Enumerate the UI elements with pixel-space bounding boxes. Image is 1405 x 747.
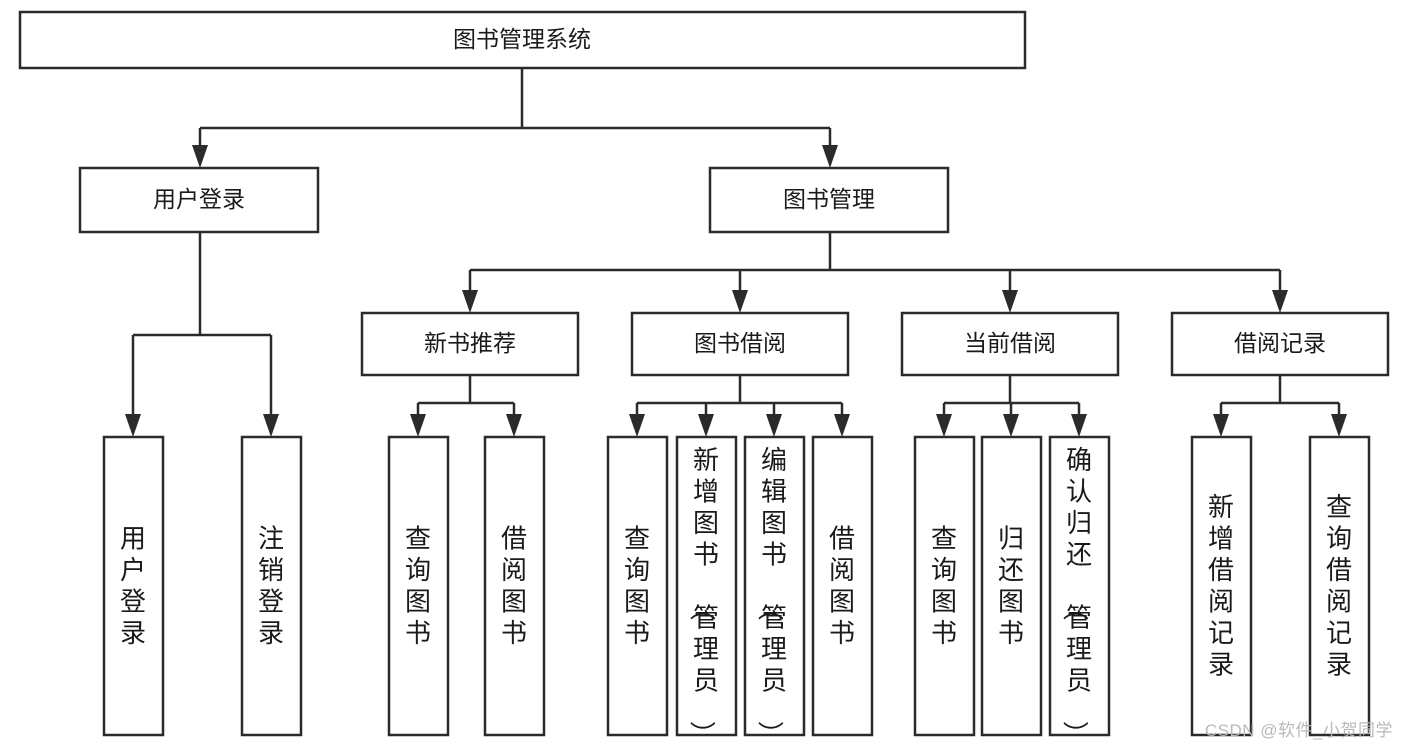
leaf-box[interactable] xyxy=(913,435,976,737)
arrow-head-icon xyxy=(698,414,714,437)
connector-currentborrow-to-leaves xyxy=(936,375,1087,437)
node-current-borrow[interactable]: 当前借阅 xyxy=(900,311,1120,377)
node-new-book-recommend-label: 新书推荐 xyxy=(424,330,516,356)
node-current-borrow-label: 当前借阅 xyxy=(964,330,1056,356)
leaf-box[interactable] xyxy=(240,435,303,737)
connector-userlogin-to-leaves xyxy=(125,232,279,437)
leaf-node[interactable]: 新增图书（管理员） xyxy=(675,435,738,747)
leaf-box[interactable] xyxy=(483,435,546,737)
node-book-management-label: 图书管理 xyxy=(783,186,875,212)
node-root-box[interactable] xyxy=(18,10,1027,70)
leaf-label: 新增借阅记录 xyxy=(1208,492,1234,680)
arrow-head-icon xyxy=(834,414,850,437)
node-new-book-recommend-box[interactable] xyxy=(360,311,580,377)
leaf-box[interactable] xyxy=(1308,435,1371,737)
arrow-head-icon xyxy=(936,414,952,437)
node-book-borrow-box[interactable] xyxy=(630,311,850,377)
arrow-head-icon xyxy=(732,290,748,313)
node-user-login-box[interactable] xyxy=(78,166,320,234)
leaf-label: 查询图书 xyxy=(624,524,650,649)
leaf-node[interactable]: 新增借阅记录 xyxy=(1190,435,1253,737)
leaf-box[interactable] xyxy=(1048,435,1111,737)
arrow-head-icon xyxy=(629,414,645,437)
node-borrow-record[interactable]: 借阅记录 xyxy=(1170,311,1390,377)
arrow-head-icon xyxy=(1002,290,1018,313)
arrow-head-icon xyxy=(1331,414,1347,437)
arrow-head-icon xyxy=(1071,414,1087,437)
leaf-box[interactable] xyxy=(743,435,806,737)
leaf-node[interactable]: 借阅图书 xyxy=(811,435,874,737)
connector-borrowrecord-to-leaves xyxy=(1213,375,1347,437)
connector-root-to-level2 xyxy=(192,68,838,168)
arrow-head-icon xyxy=(192,145,208,168)
leaf-label: 借阅图书 xyxy=(829,524,855,649)
connector-bookborrow-to-leaves xyxy=(629,375,850,437)
leaf-label: 确认归还（管理员） xyxy=(1060,445,1092,747)
leaf-box[interactable] xyxy=(606,435,669,737)
leaf-box[interactable] xyxy=(1190,435,1253,737)
node-new-book-recommend[interactable]: 新书推荐 xyxy=(360,311,580,377)
node-root-label: 图书管理系统 xyxy=(453,26,591,52)
leaf-node[interactable]: 查询图书 xyxy=(387,435,450,737)
arrow-head-icon xyxy=(1003,414,1019,437)
leaf-node[interactable]: 借阅图书 xyxy=(483,435,546,737)
leaf-label: 新增图书（管理员） xyxy=(687,445,719,747)
leaf-node[interactable]: 查询图书 xyxy=(913,435,976,737)
arrow-head-icon xyxy=(1213,414,1229,437)
leaf-label: 借阅图书 xyxy=(501,524,527,649)
arrow-head-icon xyxy=(410,414,426,437)
leaf-label: 查询图书 xyxy=(405,524,431,649)
leaf-box[interactable] xyxy=(102,435,165,737)
arrow-head-icon xyxy=(506,414,522,437)
arrow-head-icon xyxy=(263,414,279,437)
node-user-login-label: 用户登录 xyxy=(153,186,245,212)
leaf-node[interactable]: 用户登录 xyxy=(102,435,165,737)
node-book-management-box[interactable] xyxy=(708,166,950,234)
node-user-login[interactable]: 用户登录 xyxy=(78,166,320,234)
leaf-label: 编辑图书（管理员） xyxy=(755,445,787,747)
arrow-head-icon xyxy=(822,145,838,168)
arrow-head-icon xyxy=(1272,290,1288,313)
leaf-box[interactable] xyxy=(387,435,450,737)
node-borrow-record-label: 借阅记录 xyxy=(1234,330,1326,356)
leaf-label: 注销登录 xyxy=(258,524,284,649)
leaf-node[interactable]: 确认归还（管理员） xyxy=(1048,435,1111,747)
leaf-node[interactable]: 编辑图书（管理员） xyxy=(743,435,806,747)
leaf-label: 用户登录 xyxy=(120,524,146,649)
leaf-node[interactable]: 归还图书 xyxy=(980,435,1043,737)
node-book-borrow-label: 图书借阅 xyxy=(694,330,786,356)
node-root-system[interactable]: 图书管理系统 xyxy=(18,10,1027,70)
arrow-head-icon xyxy=(125,414,141,437)
leaf-box[interactable] xyxy=(811,435,874,737)
csdn-watermark: CSDN @软件_小贺同学 xyxy=(1204,721,1393,740)
node-borrow-record-box[interactable] xyxy=(1170,311,1390,377)
leaf-node[interactable]: 查询借阅记录 xyxy=(1308,435,1371,737)
node-current-borrow-box[interactable] xyxy=(900,311,1120,377)
connector-bookmgmt-to-level3 xyxy=(462,232,1288,313)
node-book-management[interactable]: 图书管理 xyxy=(708,166,950,234)
leaf-box[interactable] xyxy=(675,435,738,737)
arrow-head-icon xyxy=(766,414,782,437)
connector-newbook-to-leaves xyxy=(410,375,522,437)
leaf-node[interactable]: 查询图书 xyxy=(606,435,669,737)
leaf-box[interactable] xyxy=(980,435,1043,737)
leaf-label: 查询借阅记录 xyxy=(1326,492,1352,680)
leaf-node[interactable]: 注销登录 xyxy=(240,435,303,737)
leaf-label: 查询图书 xyxy=(931,524,957,649)
node-book-borrow[interactable]: 图书借阅 xyxy=(630,311,850,377)
leaf-label: 归还图书 xyxy=(998,524,1024,649)
arrow-head-icon xyxy=(462,290,478,313)
